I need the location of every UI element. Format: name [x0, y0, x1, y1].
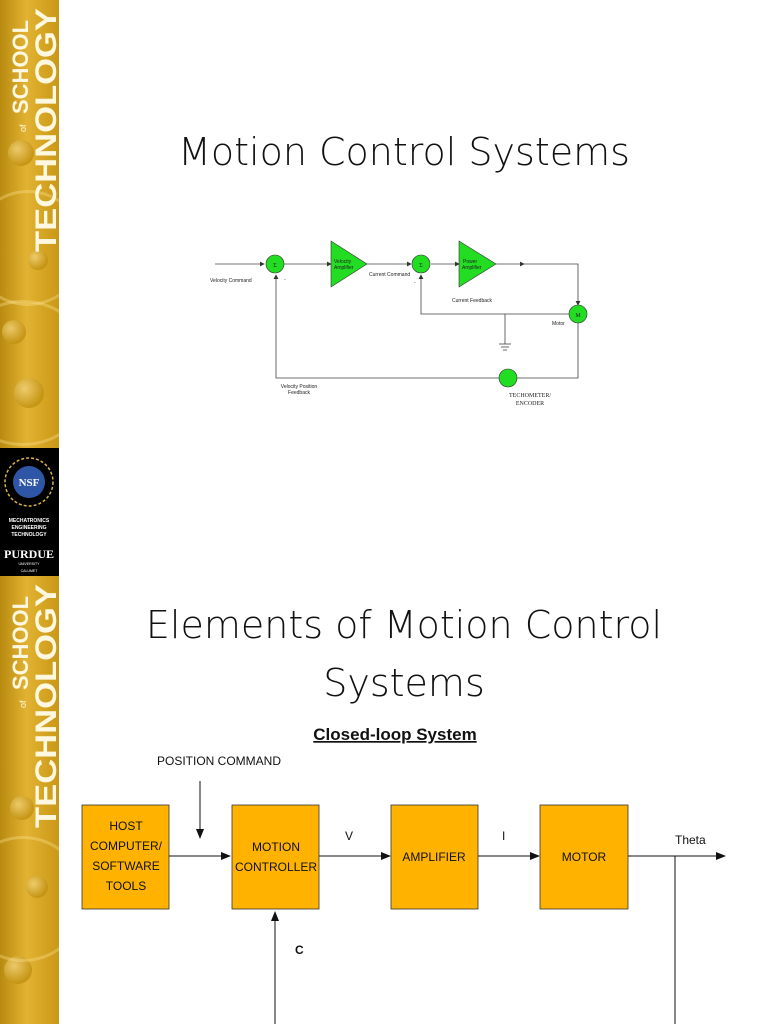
signal-v-label: V	[345, 829, 353, 843]
brand-school-text-2: SCHOOL	[8, 596, 33, 690]
slide-2-title-line-2: Systems	[323, 661, 485, 705]
velocity-amplifier-label-2: Amplifier	[334, 265, 354, 271]
badge-line-1: MECHATRONICS	[9, 518, 50, 524]
signal-c-label: C	[295, 943, 304, 957]
motor-label: Motor	[552, 321, 565, 327]
host-label-2: COMPUTER/	[90, 839, 163, 853]
motor-node	[568, 304, 588, 324]
school-of-technology-logo-2: SCHOOL of TECHNOLOGY	[4, 580, 58, 830]
badge-line-3: TECHNOLOGY	[11, 532, 47, 538]
position-command-label: POSITION COMMAND	[157, 754, 281, 768]
encoder-label: ENCODER	[516, 401, 544, 407]
motor-label: MOTOR	[562, 850, 607, 864]
slide-1-title: Motion Control Systems	[178, 130, 630, 174]
closed-loop-subtitle: Closed-loop System	[313, 725, 476, 744]
slide-2-title-line-1: Elements of Motion Control	[145, 603, 663, 647]
brand-technology-text-2: TECHNOLOGY	[30, 584, 58, 828]
encoder-node	[498, 368, 518, 388]
current-command-label: Current Command	[369, 272, 410, 278]
velocity-command-label: Velocity Command	[210, 278, 252, 284]
power-amplifier-label-1: Power	[463, 259, 478, 265]
techometer-label: TECHOMETER/	[509, 393, 551, 399]
host-computer-block	[81, 804, 170, 910]
badge-university: UNIVERSITY	[18, 562, 40, 566]
sum2-symbol: Σ	[419, 263, 423, 269]
brand-school-text: SCHOOL	[8, 20, 33, 114]
brand-technology-text: TECHNOLOGY	[30, 8, 58, 252]
badge-purdue: PURDUE	[4, 547, 54, 561]
host-label-4: TOOLS	[106, 879, 146, 893]
brand-of-text: of	[18, 124, 28, 132]
host-label-1: HOST	[109, 819, 143, 833]
school-of-technology-logo: SCHOOL of TECHNOLOGY	[4, 4, 58, 254]
badge-line-2: ENGINEERING	[11, 525, 46, 531]
sidebar-branding-2: SCHOOL of TECHNOLOGY	[0, 576, 59, 1024]
summing-junction-2	[411, 254, 431, 274]
nsf-logo-text: NSF	[19, 477, 40, 489]
power-amplifier-triangle	[458, 240, 497, 288]
summing-junction-1	[265, 254, 285, 274]
motion-controller-block	[231, 804, 320, 910]
controller-label-1: MOTION	[252, 840, 300, 854]
theta-label: Theta	[675, 833, 706, 847]
badge-calumet: CALUMET	[21, 569, 39, 573]
power-amplifier-label-2: Amplifier	[462, 265, 482, 271]
sum1-symbol: Σ	[273, 263, 277, 269]
nsf-logo-icon: NSF	[4, 457, 54, 507]
closed-loop-diagram: Closed-loop System POSITION COMMAND HOST…	[81, 725, 726, 1024]
host-label-3: SOFTWARE	[92, 859, 160, 873]
sidebar-branding: SCHOOL of TECHNOLOGY NSF MECHATRONICS EN…	[0, 0, 59, 576]
velocity-position-feedback-label-1: Velocity Position	[281, 384, 318, 390]
current-feedback-label: Current Feedback	[452, 298, 493, 304]
controller-label-2: CONTROLLER	[235, 860, 317, 874]
velocity-loop-diagram: Σ - Velocity Amplifier Σ - Power Amplifi…	[210, 240, 588, 407]
brand-of-text-2: of	[18, 700, 28, 708]
amplifier-block	[390, 804, 479, 910]
nsf-purdue-badge: NSF MECHATRONICS ENGINEERING TECHNOLOGY …	[0, 448, 59, 576]
velocity-amplifier-label-1: Velocity	[334, 259, 352, 265]
amplifier-label: AMPLIFIER	[402, 850, 466, 864]
signal-i-label: I	[502, 829, 505, 843]
motor-symbol: M	[575, 313, 581, 319]
slide-2: SCHOOL of TECHNOLOGY Elements of Motion …	[0, 576, 768, 1024]
slide-1: SCHOOL of TECHNOLOGY NSF MECHATRONICS EN…	[0, 0, 630, 576]
sum2-minus: -	[414, 280, 416, 286]
slide-2-title: Elements of Motion Control Systems	[60, 596, 748, 712]
velocity-position-feedback-label-2: Feedback	[288, 390, 310, 396]
velocity-amplifier-triangle	[330, 240, 368, 288]
sum1-minus: -	[284, 277, 286, 283]
motor-block	[539, 804, 629, 910]
